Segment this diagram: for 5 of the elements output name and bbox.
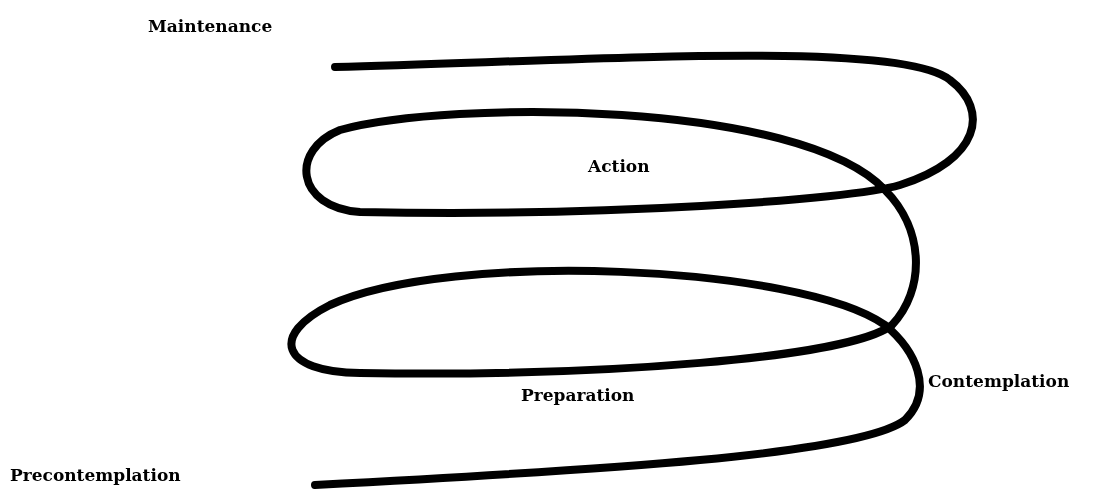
stage-label: Preparation xyxy=(521,385,635,405)
stage-label: Precontemplation xyxy=(10,465,181,485)
stage-label: Action xyxy=(588,156,650,176)
stage-label: Maintenance xyxy=(148,16,273,36)
stage-label: Contemplation xyxy=(928,371,1070,391)
